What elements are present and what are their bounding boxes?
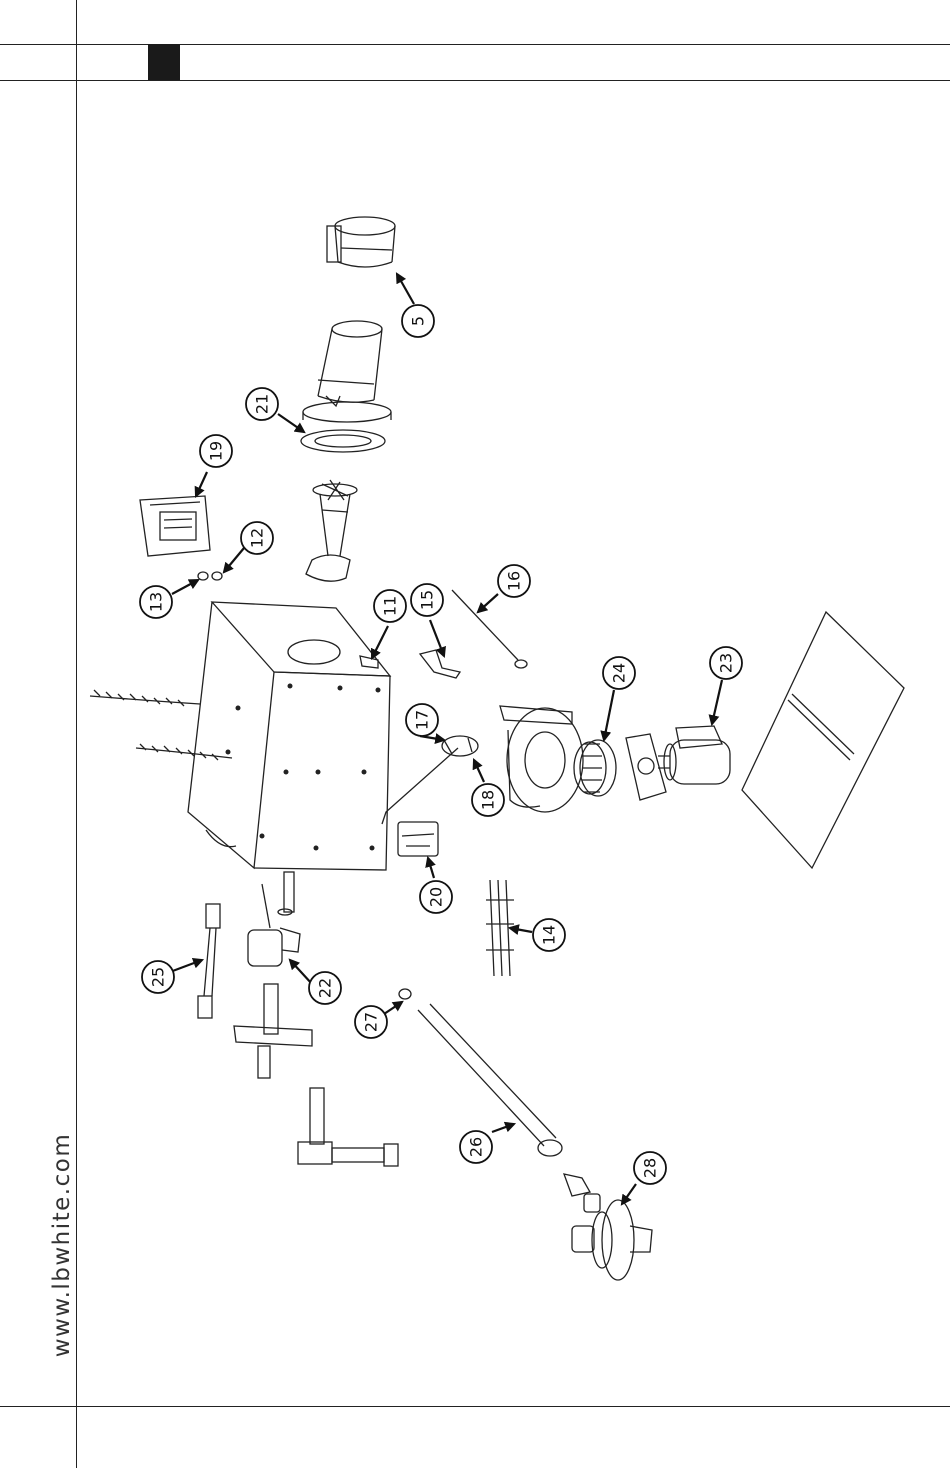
part-blower-motor bbox=[658, 726, 730, 784]
callout-label-15: 15 bbox=[418, 590, 437, 610]
arrow-14 bbox=[510, 928, 532, 932]
part-motor-plate bbox=[626, 734, 666, 800]
arrow-18 bbox=[474, 760, 484, 782]
arrow-27 bbox=[384, 1002, 402, 1014]
callout-label-17: 17 bbox=[413, 710, 432, 730]
callout-21: 21 bbox=[246, 388, 278, 420]
callout-20: 20 bbox=[420, 881, 452, 913]
arrow-26 bbox=[492, 1124, 514, 1132]
part-gas-valve bbox=[248, 872, 300, 966]
arrow-28 bbox=[622, 1184, 636, 1204]
callout-label-5: 5 bbox=[409, 316, 428, 326]
callout-label-20: 20 bbox=[427, 887, 446, 907]
callout-5: 5 bbox=[402, 305, 434, 337]
arrow-20 bbox=[428, 858, 434, 878]
arrow-5 bbox=[397, 274, 414, 304]
arrow-21 bbox=[278, 414, 304, 432]
callouts: 5 21 19 12 13 11 15 16 bbox=[140, 305, 742, 1184]
callout-label-25: 25 bbox=[149, 967, 168, 987]
callout-label-19: 19 bbox=[207, 441, 226, 461]
callout-27: 27 bbox=[355, 1006, 387, 1038]
callout-label-13: 13 bbox=[147, 592, 166, 612]
callout-14: 14 bbox=[533, 919, 565, 951]
part-control-box bbox=[140, 496, 210, 556]
arrow-25 bbox=[170, 960, 202, 972]
callout-label-12: 12 bbox=[248, 528, 267, 548]
part-fitting-27 bbox=[399, 989, 411, 999]
part-blower-wheel bbox=[574, 740, 616, 796]
part-access-panel bbox=[742, 612, 904, 868]
callout-label-11: 11 bbox=[381, 596, 400, 616]
callout-label-18: 18 bbox=[479, 790, 498, 810]
callout-19: 19 bbox=[200, 435, 232, 467]
arrow-12 bbox=[224, 548, 244, 572]
callout-label-23: 23 bbox=[717, 653, 736, 673]
part-blower-housing bbox=[500, 706, 583, 812]
arrow-19 bbox=[196, 472, 207, 496]
part-hanging-chains bbox=[90, 690, 232, 760]
part-transformer bbox=[398, 822, 438, 856]
callout-25: 25 bbox=[142, 961, 174, 993]
callout-16: 16 bbox=[498, 565, 530, 597]
arrow-22 bbox=[290, 960, 312, 984]
callout-12: 12 bbox=[241, 522, 273, 554]
callout-label-22: 22 bbox=[316, 978, 335, 998]
callout-15: 15 bbox=[411, 584, 443, 616]
part-burner-orifice bbox=[234, 984, 312, 1078]
callout-label-21: 21 bbox=[253, 394, 272, 414]
callout-13: 13 bbox=[140, 586, 172, 618]
part-sensor-rod bbox=[382, 748, 458, 824]
callout-label-27: 27 bbox=[362, 1012, 381, 1032]
callout-label-16: 16 bbox=[505, 571, 524, 591]
part-wire-harness bbox=[486, 880, 514, 976]
arrow-13 bbox=[172, 580, 198, 594]
arrow-23 bbox=[712, 680, 722, 724]
arrow-11 bbox=[372, 626, 388, 658]
arrow-24 bbox=[604, 690, 614, 740]
part-switch-bracket bbox=[420, 650, 460, 678]
callout-17: 17 bbox=[406, 704, 438, 736]
callout-label-14: 14 bbox=[540, 925, 559, 945]
part-clamp-band bbox=[327, 217, 395, 267]
part-pressure-switch bbox=[442, 736, 478, 756]
callout-22: 22 bbox=[309, 972, 341, 1004]
callout-18: 18 bbox=[472, 784, 504, 816]
callout-28: 28 bbox=[634, 1152, 666, 1184]
part-small-fittings bbox=[198, 572, 222, 580]
part-gas-hose bbox=[418, 1004, 562, 1156]
arrow-16 bbox=[478, 594, 498, 612]
callout-11: 11 bbox=[374, 590, 406, 622]
part-gas-inlet-piping bbox=[298, 1088, 398, 1166]
part-gas-regulator bbox=[564, 1174, 652, 1280]
callout-label-26: 26 bbox=[467, 1137, 486, 1157]
part-main-cabinet bbox=[188, 602, 390, 870]
callout-label-24: 24 bbox=[610, 663, 629, 683]
part-flue-pipe bbox=[301, 321, 391, 452]
part-burner-tube bbox=[306, 480, 357, 581]
callout-23: 23 bbox=[710, 647, 742, 679]
callout-26: 26 bbox=[460, 1131, 492, 1163]
cabinet-bolts bbox=[226, 684, 381, 851]
callout-24: 24 bbox=[603, 657, 635, 689]
callout-label-28: 28 bbox=[641, 1158, 660, 1178]
